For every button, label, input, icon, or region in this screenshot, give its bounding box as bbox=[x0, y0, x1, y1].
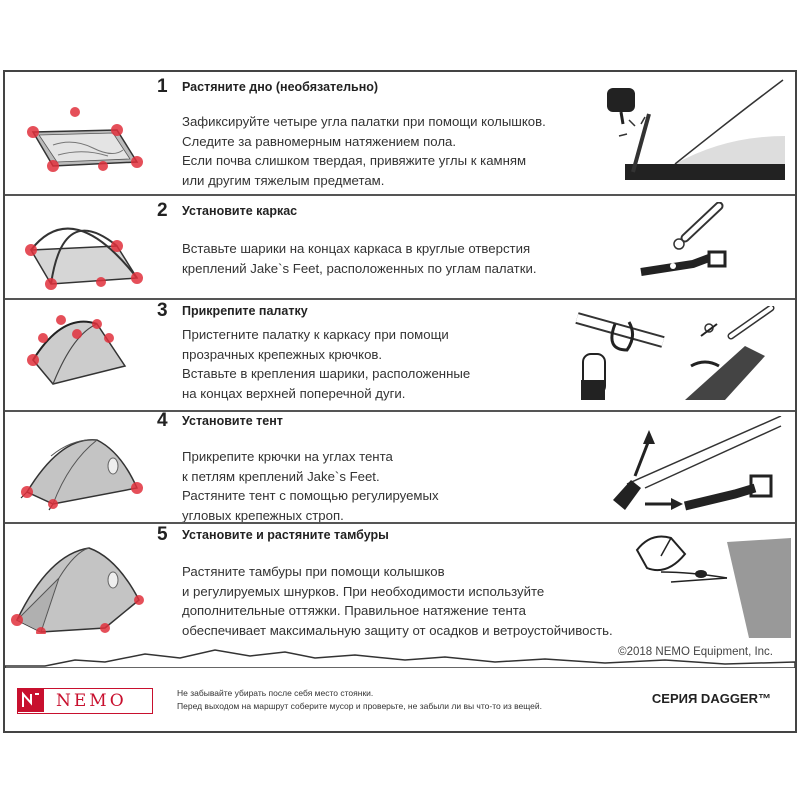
step-5: 5 Установите и растяните тамбуры Растяни… bbox=[5, 524, 795, 644]
step-text: Прикрепите крючки на углах тента к петля… bbox=[182, 449, 439, 523]
step-title: Установите каркас bbox=[182, 204, 298, 218]
step-text: Растяните тамбуры при помощи колышков и … bbox=[182, 564, 613, 638]
divider bbox=[5, 522, 795, 524]
step-4: 4 Установите тент Прикрепите крючки на у… bbox=[5, 410, 795, 523]
step-title: Установите и растяните тамбуры bbox=[182, 528, 389, 542]
step-number: 2 bbox=[157, 200, 168, 221]
series-label: СЕРИЯ DAGGER™ bbox=[651, 691, 771, 706]
copyright: ©2018 NEMO Equipment, Inc. bbox=[618, 646, 773, 658]
step-number: 4 bbox=[157, 410, 168, 431]
horizon-line bbox=[5, 649, 795, 668]
step-title: Растяните дно (необязательно) bbox=[182, 80, 379, 94]
step-1: 1 Растяните дно (необязательно) Зафиксир… bbox=[5, 72, 795, 194]
nemo-mark-icon bbox=[18, 689, 44, 712]
guyline-tensioner-illustration bbox=[635, 535, 791, 638]
step-3: 3 Прикрепите палатку Пристегните палатку… bbox=[5, 300, 795, 410]
nemo-wordmark: NEMO bbox=[56, 691, 127, 711]
nemo-logo: NEMO bbox=[17, 688, 153, 714]
pole-insert-illustration bbox=[685, 306, 775, 400]
step-text: Вставьте шарики на концах каркаса в круг… bbox=[182, 241, 537, 276]
instruction-sheet: 1 Растяните дно (необязательно) Зафиксир… bbox=[3, 70, 797, 733]
tent-clipped-illustration bbox=[27, 315, 127, 385]
fly-hook-illustration bbox=[613, 416, 782, 511]
footer: NEMO Не забывайте убирать после себя мес… bbox=[5, 668, 795, 731]
step-text: Пристегните палатку к каркасу при помощи… bbox=[182, 327, 471, 401]
step-number: 1 bbox=[157, 76, 168, 97]
tent-floor-illustration bbox=[27, 107, 143, 172]
divider bbox=[5, 194, 795, 196]
divider bbox=[5, 410, 795, 412]
divider bbox=[5, 298, 795, 300]
step-2: 2 Установите каркас Вставьте шарики на к… bbox=[5, 196, 795, 298]
step-title: Прикрепите палатку bbox=[182, 304, 308, 318]
step-number: 3 bbox=[157, 300, 168, 321]
stake-hammer-illustration bbox=[607, 79, 785, 180]
step-text: Зафиксируйте четыре угла палатки при пом… bbox=[182, 114, 546, 188]
step-title: Установите тент bbox=[182, 414, 283, 428]
clip-on-pole-illustration bbox=[575, 312, 665, 400]
step-number: 5 bbox=[157, 524, 168, 545]
tent-frame-illustration bbox=[25, 227, 143, 290]
tent-fly-illustration bbox=[20, 439, 143, 511]
leave-no-trace-note: Не забывайте убирать после себя место ст… bbox=[177, 688, 542, 711]
tent-vestibule-illustration bbox=[11, 547, 144, 634]
pole-foot-illustration bbox=[640, 202, 727, 276]
